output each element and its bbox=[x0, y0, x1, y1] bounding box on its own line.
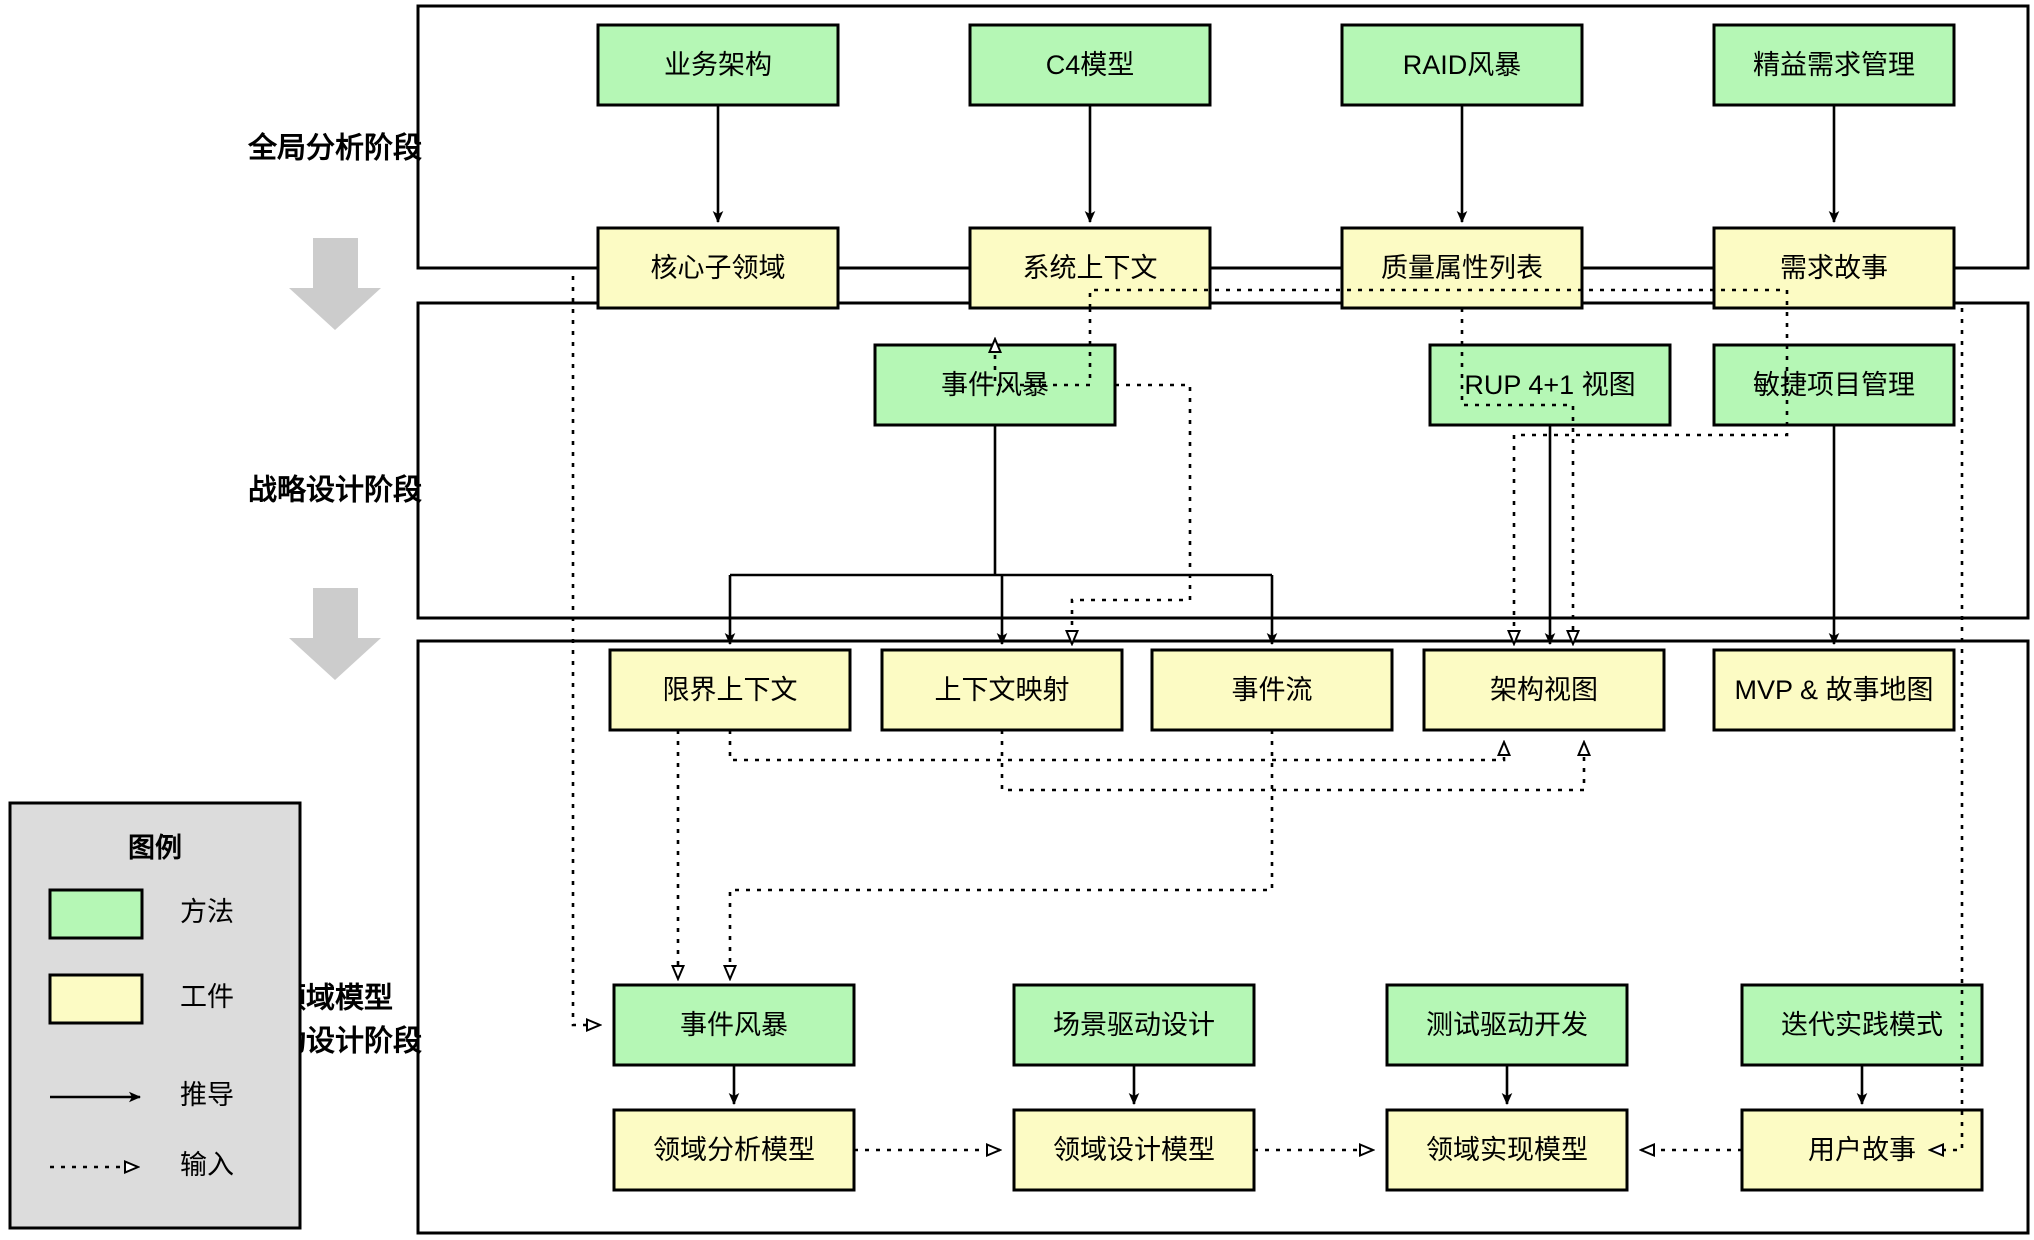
node-p2a4-label: 架构视图 bbox=[1490, 675, 1598, 705]
legend-swatch-artifact bbox=[48, 973, 144, 1025]
node-p3m2-label: 场景驱动设计 bbox=[1053, 1010, 1215, 1040]
node-p2a1-label: 限界上下文 bbox=[663, 675, 798, 705]
node-p3a2[interactable] bbox=[1012, 1108, 1256, 1192]
node-p1a4-label: 需求故事 bbox=[1780, 253, 1888, 283]
node-p2a2[interactable] bbox=[880, 648, 1124, 732]
node-p3a3[interactable] bbox=[1385, 1108, 1629, 1192]
node-p1m1-label: 业务架构 bbox=[664, 50, 772, 80]
node-p3a4-label: 用户故事 bbox=[1808, 1135, 1916, 1165]
phase-label-strategic-design: 战略设计阶段 bbox=[248, 473, 422, 507]
phase-transition-arrow-1 bbox=[289, 238, 381, 330]
legend-label-method: 方法 bbox=[180, 897, 234, 927]
node-p3a3-label: 领域实现模型 bbox=[1426, 1135, 1588, 1165]
node-p1m1[interactable] bbox=[596, 23, 840, 107]
edge-p1a2-p2a4 bbox=[1088, 288, 1789, 644]
node-p2a1[interactable] bbox=[608, 648, 852, 732]
node-p1a3[interactable] bbox=[1340, 226, 1584, 310]
edge-p1a1-p3m1 bbox=[571, 266, 600, 1025]
node-p3m2[interactable] bbox=[1012, 983, 1256, 1067]
node-p1a4[interactable] bbox=[1712, 226, 1956, 310]
node-p3m1[interactable] bbox=[612, 983, 856, 1067]
node-p1a2-label: 系统上下文 bbox=[1023, 253, 1158, 283]
node-p1m2[interactable] bbox=[968, 23, 1212, 107]
node-p3a2-label: 领域设计模型 bbox=[1053, 1135, 1215, 1165]
node-p2m3[interactable] bbox=[1712, 343, 1956, 427]
edge-p2a2-p2a4 bbox=[1000, 730, 1584, 792]
node-p3m3[interactable] bbox=[1385, 983, 1629, 1067]
node-p2m2-label: RUP 4+1 视图 bbox=[1464, 370, 1635, 400]
node-p1m4[interactable] bbox=[1712, 23, 1956, 107]
node-p3m1-label: 事件风暴 bbox=[680, 1010, 788, 1040]
edge-p2a3-p3m1 bbox=[730, 730, 1274, 979]
node-p2a5-label: MVP & 故事地图 bbox=[1734, 675, 1933, 705]
node-p3a1[interactable] bbox=[612, 1108, 856, 1192]
node-p2a3-label: 事件流 bbox=[1232, 675, 1313, 705]
phase-container-global-analysis bbox=[416, 4, 2030, 270]
node-p1m2-label: C4模型 bbox=[1046, 50, 1135, 80]
legend-label-derive: 推导 bbox=[180, 1080, 234, 1110]
node-p3m4[interactable] bbox=[1740, 983, 1984, 1067]
node-p2m3-label: 敏捷项目管理 bbox=[1753, 370, 1915, 400]
node-p1m4-label: 精益需求管理 bbox=[1753, 50, 1915, 80]
edge-p2a1-p2a4 bbox=[728, 730, 1504, 762]
phase-label-global-analysis: 全局分析阶段 bbox=[247, 131, 422, 165]
phase-transition-arrow-2 bbox=[289, 588, 381, 680]
node-p3m3-label: 测试驱动开发 bbox=[1426, 1010, 1588, 1040]
phase-container-domain-model bbox=[416, 639, 2030, 1235]
legend-label-input: 输入 bbox=[180, 1150, 234, 1180]
node-p3a1-label: 领域分析模型 bbox=[653, 1135, 815, 1165]
node-p1a1-label: 核心子领域 bbox=[651, 253, 786, 283]
node-p2a4[interactable] bbox=[1422, 648, 1666, 732]
node-p1a3-label: 质量属性列表 bbox=[1381, 253, 1543, 283]
node-p2a2-label: 上下文映射 bbox=[935, 675, 1070, 705]
phase-container-strategic-design bbox=[416, 301, 2030, 620]
node-p1m3-label: RAID风暴 bbox=[1403, 50, 1522, 80]
edge-p2m1-p2a2-input bbox=[1072, 383, 1192, 644]
legend-swatch-method bbox=[48, 888, 144, 940]
node-p3m4-label: 迭代实践模式 bbox=[1781, 1010, 1943, 1040]
node-p2a3[interactable] bbox=[1150, 648, 1394, 732]
edge-p1a2-p2m1 bbox=[995, 308, 1092, 387]
legend-title: 图例 bbox=[128, 833, 182, 863]
node-p2a5[interactable] bbox=[1712, 648, 1956, 732]
legend-label-artifact: 工件 bbox=[180, 982, 234, 1012]
